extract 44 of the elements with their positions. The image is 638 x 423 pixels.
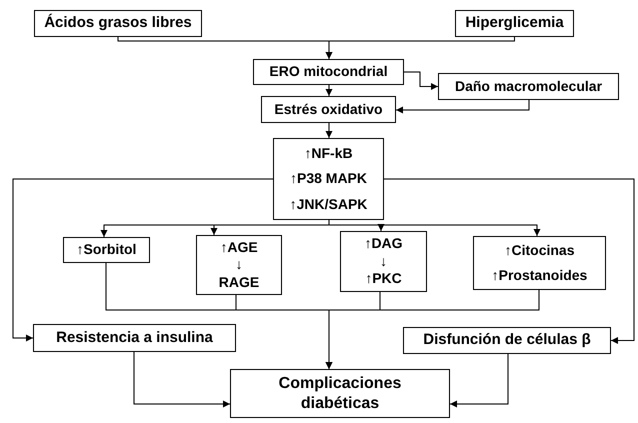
process-box <box>63 237 150 263</box>
arrow <box>326 290 540 370</box>
box-label: Estrés oxidativo <box>274 100 383 118</box>
process-box <box>261 96 396 123</box>
process-box <box>33 324 236 352</box>
process-box <box>230 369 450 418</box>
box-label: ERO mitocondrial <box>269 63 388 81</box>
box-label: ↑NF-kB <box>304 144 353 162</box>
arrow <box>404 72 438 90</box>
process-box <box>196 235 282 295</box>
box-label: ↓ <box>380 252 387 270</box>
arrow <box>12 178 274 342</box>
process-box <box>34 10 202 37</box>
arrow <box>134 352 230 408</box>
process-box <box>473 236 606 290</box>
box-label: RAGE <box>218 274 260 292</box>
box-label: Disfunción de células β <box>423 331 591 350</box>
box-label: Complicaciones diabéticas <box>278 374 402 414</box>
box-label: Resistencia a insulina <box>56 328 213 348</box>
box-label: Ácidos grasos libres <box>44 14 192 33</box>
box-label: ↑Citocinas <box>504 242 574 259</box>
box-label: ↑DAG <box>364 235 403 253</box>
process-box <box>403 327 611 354</box>
arrow <box>326 122 332 138</box>
box-label: ↑PKC <box>365 270 402 288</box>
box-label: ↓ <box>236 256 242 274</box>
box-label: ↑P38 MAPK <box>290 170 368 188</box>
box-label: ↑JNK/SAPK <box>290 196 368 214</box>
process-box <box>455 10 574 37</box>
process-box <box>340 231 427 292</box>
arrow <box>326 36 515 60</box>
box-label: Daño macromolecular <box>454 78 602 96</box>
arrow <box>328 220 540 236</box>
box-label: ↑AGE <box>220 238 258 256</box>
arrow <box>396 100 530 114</box>
box-label: ↑Prostanoides <box>492 267 588 284</box>
arrow <box>384 178 634 344</box>
box-label: ↑Sorbitol <box>76 241 136 259</box>
process-box <box>273 138 384 220</box>
process-box <box>438 73 619 100</box>
arrow <box>326 84 332 96</box>
box-label: Hiperglicemia <box>465 14 564 33</box>
arrow <box>450 354 508 408</box>
process-box <box>253 59 404 85</box>
